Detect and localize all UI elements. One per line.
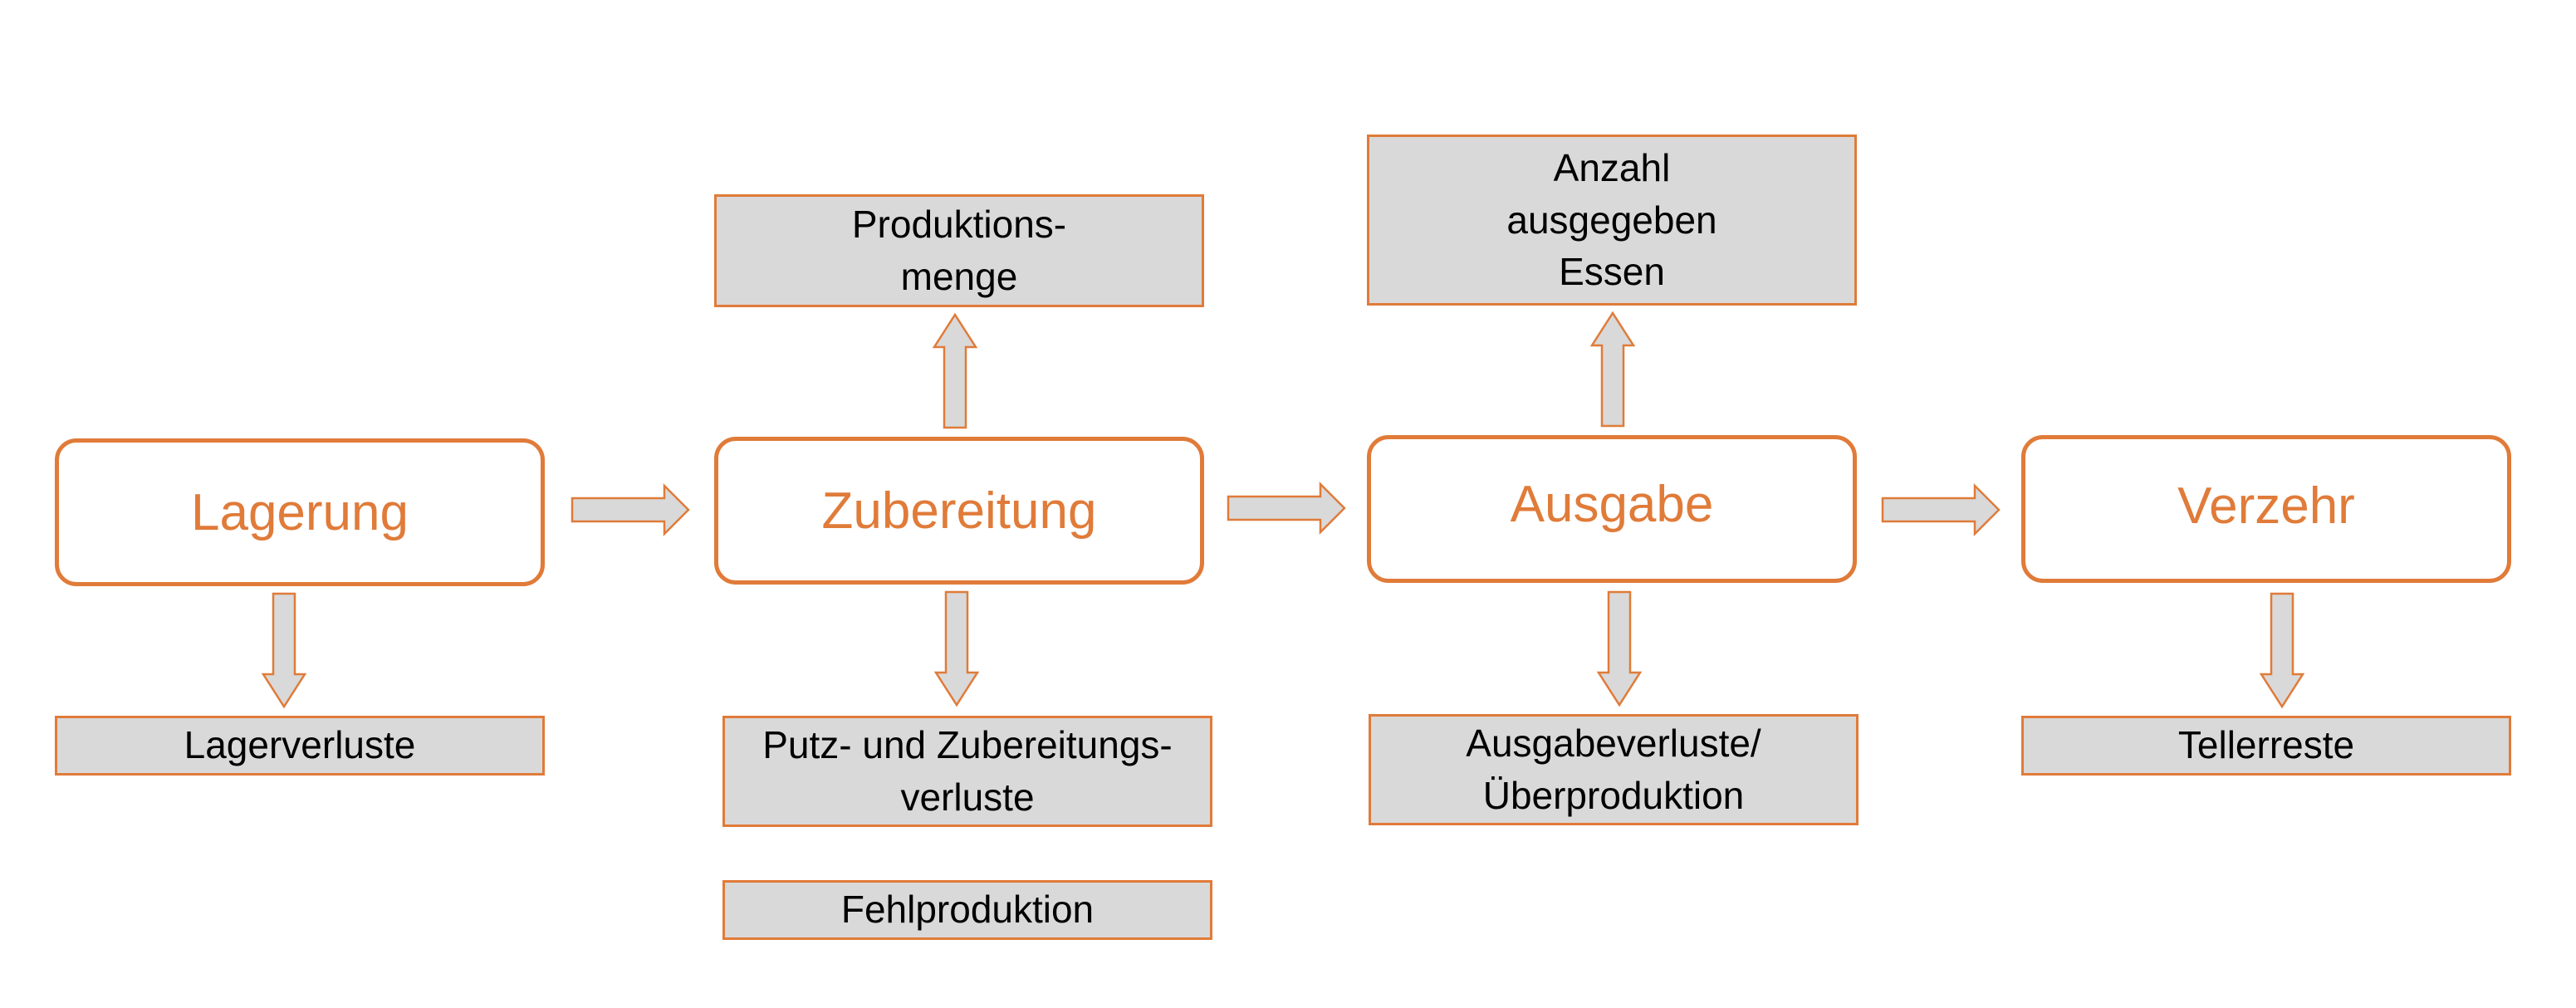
arrow-down-icon [933,590,980,707]
stage-verzehr: Verzehr [2021,435,2511,583]
stage-ausgabe-label: Ausgabe [1510,475,1714,533]
arrow-up-icon [1589,311,1636,428]
arrow-up-icon [932,312,978,429]
output-lagerverluste: Lagerverluste [55,716,545,776]
stage-ausgabe: Ausgabe [1367,435,1857,583]
stage-lagerung-label: Lagerung [190,483,409,541]
arrow-right-icon [1881,482,2001,537]
stage-zubereitung-label: Zubereitung [821,482,1097,540]
arrow-down-icon [261,592,307,709]
output-produktionsmenge: Produktions- menge [714,194,1204,307]
stage-zubereitung: Zubereitung [714,437,1204,585]
output-fehlproduktion: Fehlproduktion [722,880,1212,940]
arrow-right-icon [1227,481,1346,536]
arrow-down-icon [1596,590,1643,707]
stage-verzehr-label: Verzehr [2177,477,2355,535]
output-putz-zubereitungsverluste: Putz- und Zubereitungs- verluste [722,716,1212,827]
stage-lagerung: Lagerung [55,438,545,586]
arrow-right-icon [571,482,690,537]
output-ausgabeverluste-ueberproduktion: Ausgabeverluste/ Überproduktion [1369,714,1859,825]
arrow-down-icon [2259,592,2305,709]
output-tellerreste: Tellerreste [2021,716,2511,776]
output-anzahl-ausgegeben-essen: Anzahl ausgegeben Essen [1367,135,1857,306]
